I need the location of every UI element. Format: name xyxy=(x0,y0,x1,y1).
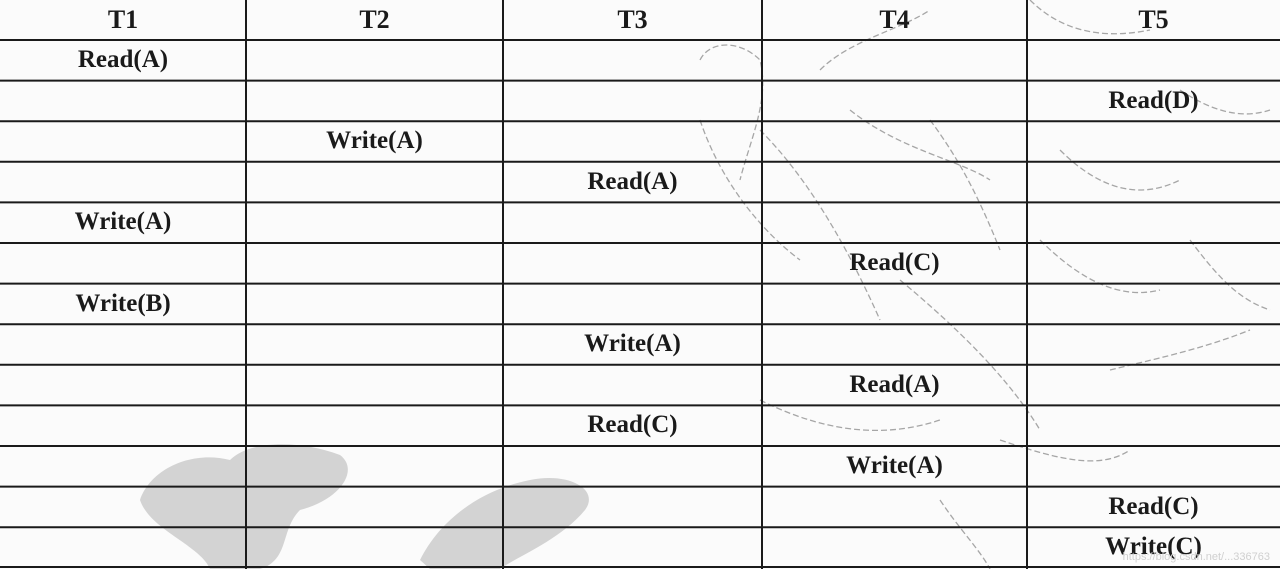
header-t3: T3 xyxy=(617,5,648,34)
operation-cell: Write(A) xyxy=(326,127,423,155)
grid-rows xyxy=(0,39,1280,568)
header-t1: T1 xyxy=(107,5,139,34)
header-t2: T2 xyxy=(359,5,390,34)
operation-cell: Write(A) xyxy=(74,208,172,236)
operation-cell: Read(D) xyxy=(1108,86,1199,114)
header-t4: T4 xyxy=(879,5,910,34)
operation-cell: Read(C) xyxy=(1108,492,1199,520)
header-t5: T5 xyxy=(1138,5,1169,34)
operation-cell: Read(C) xyxy=(849,249,940,276)
operation-cell: Write(C) xyxy=(1105,533,1202,561)
operation-cell: Read(A) xyxy=(77,46,169,73)
watermark-text: https://blog.csdn.net/...336763 xyxy=(1122,551,1270,563)
operation-cell: Write(A) xyxy=(846,452,943,479)
operation-cell: Read(C) xyxy=(587,411,678,439)
grid-columns xyxy=(245,0,1028,569)
operation-cell: Read(A) xyxy=(849,370,940,398)
operation-cell: Read(A) xyxy=(587,167,678,195)
operation-cell: Write(B) xyxy=(75,289,171,317)
operation-cell: Write(A) xyxy=(584,330,681,358)
